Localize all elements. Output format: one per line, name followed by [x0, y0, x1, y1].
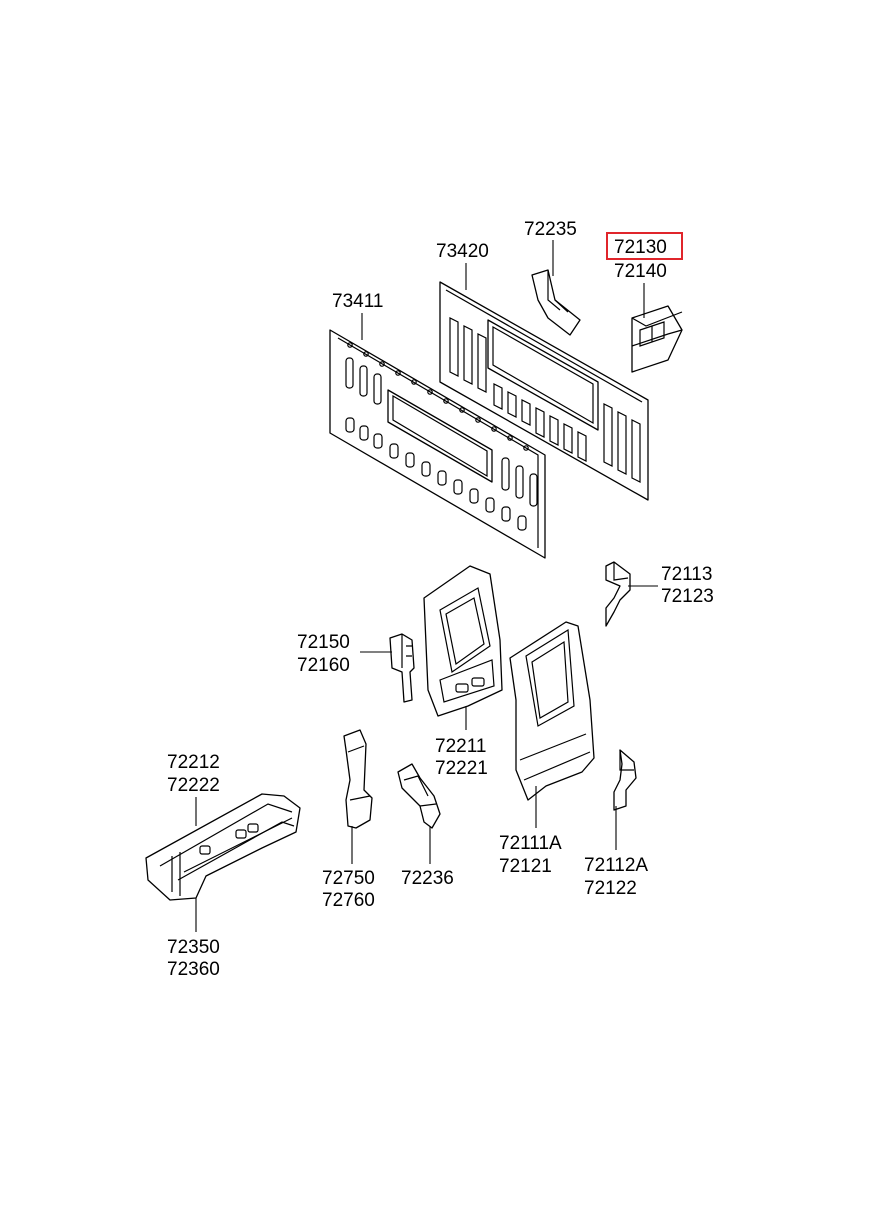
highlight-box-72130 [606, 232, 683, 260]
callout-72222[interactable]: 72222 [167, 775, 220, 796]
callout-72113[interactable]: 72113 [661, 564, 712, 585]
callout-72221[interactable]: 72221 [435, 758, 488, 779]
part-72211-panel[interactable] [423, 565, 503, 717]
panel-73411-slots [345, 357, 538, 531]
callout-72360[interactable]: 72360 [167, 959, 220, 980]
callout-72112A[interactable]: 72112A [584, 855, 648, 876]
panel-73420-ribs [449, 317, 641, 483]
callout-72130[interactable]: 72130 [614, 237, 667, 258]
part-72150-bracket[interactable] [389, 633, 415, 703]
part-72236-bracket[interactable] [397, 763, 441, 829]
callout-72350[interactable]: 72350 [167, 937, 220, 958]
callout-73411[interactable]: 73411 [332, 291, 383, 312]
callout-72750[interactable]: 72750 [322, 868, 375, 889]
callout-73420[interactable]: 73420 [436, 241, 489, 262]
callout-72122[interactable]: 72122 [584, 878, 637, 899]
callout-72760[interactable]: 72760 [322, 890, 375, 911]
part-73411-panel[interactable] [329, 329, 546, 559]
callout-72123[interactable]: 72123 [661, 586, 714, 607]
callout-72140[interactable]: 72140 [614, 261, 667, 282]
panel-73411-holes [347, 342, 529, 451]
part-72750-pillar[interactable] [343, 729, 373, 829]
part-72350-sill[interactable] [145, 793, 301, 901]
part-73420-panel[interactable] [439, 281, 649, 501]
callout-72235[interactable]: 72235 [524, 219, 577, 240]
callout-72211[interactable]: 72211 [435, 736, 486, 757]
callout-72212[interactable]: 72212 [167, 752, 220, 773]
part-72113-bracket[interactable] [605, 561, 631, 627]
callout-labels: 73420 72235 72130 72140 73411 72113 7212… [167, 219, 714, 980]
part-72112A-bracket[interactable] [613, 749, 637, 811]
callout-72160[interactable]: 72160 [297, 655, 350, 676]
callout-72111A[interactable]: 72111A [499, 833, 562, 854]
leader-lines [195, 240, 658, 932]
part-72130-block[interactable] [631, 305, 683, 373]
callout-72236[interactable]: 72236 [401, 868, 454, 889]
callout-72121[interactable]: 72121 [499, 856, 552, 877]
part-72111A-panel[interactable] [509, 621, 595, 801]
part-72235-bracket[interactable] [531, 269, 581, 336]
callout-72150[interactable]: 72150 [297, 632, 350, 653]
